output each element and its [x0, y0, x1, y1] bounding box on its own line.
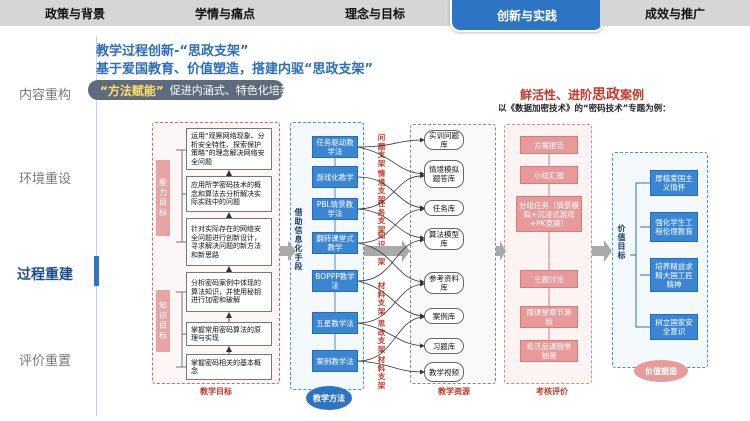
objective-item: 运用“观察网络现象、分析安全特性、探索保护策略”的理念解决网络安全问题 [186, 128, 272, 170]
methods-side-label: 借助信息化手段 [294, 208, 303, 271]
scaffold-label: 任务支架 [377, 199, 386, 234]
methods-ellipse: 教学方法 [306, 386, 352, 410]
resources-caption: 教学资源 [438, 387, 470, 396]
assessment-item: 雨课堂章节测验 [520, 306, 578, 328]
assessment-item: 分组任务（情景模拟+沉浸式游戏+PK竞赛） [516, 196, 582, 232]
pill-text: 促进内涵式、特色化培养 [169, 84, 291, 97]
tab-learning[interactable]: 学情与痛点 [150, 0, 302, 26]
method-item: BOPPP教学法 [312, 270, 358, 292]
nav-evaluation[interactable]: 评价重置 [18, 354, 71, 369]
tab-policy[interactable]: 政策与背景 [0, 0, 152, 26]
assessment-item: 小组汇报 [520, 166, 578, 184]
case-title: 鲜活性、进阶思政案例 [520, 87, 645, 103]
tab-concept[interactable]: 理念与目标 [300, 0, 452, 26]
objective-item: 掌握常用密码算法的原理与实现 [186, 322, 272, 346]
nav-environment[interactable]: 环境重设 [18, 172, 71, 187]
scaffold-label: 材料支架 [377, 355, 386, 390]
values-ellipse: 价值塑造 [634, 360, 688, 382]
method-item: 游戏化教学 [312, 166, 358, 188]
objective-item: 应用所学密码技术的概念和算法去分析解决实际实践中的问题 [186, 176, 272, 212]
method-item: 任务驱动教学法 [312, 136, 358, 158]
objective-item: 掌握密码相关的基本概念 [186, 354, 272, 380]
nav-active-marker [94, 256, 99, 286]
assessment-caption: 考核评价 [536, 387, 568, 396]
ability-objective-label: 能力目标 [156, 160, 170, 236]
method-item: 案例教学法 [312, 350, 358, 372]
assessment-item: 主题讨论 [520, 270, 578, 288]
value-item: 厚植爱国主义情怀 [650, 170, 698, 196]
nav-divider [96, 36, 97, 416]
tab-results[interactable]: 成效与推广 [600, 0, 750, 26]
resource-item: 习题库 [424, 338, 464, 354]
case-subtitle: 以《数据加密技术》的“密码技术”专题为例： [498, 104, 671, 114]
assessment-item: 方案报告 [520, 136, 578, 154]
nav-process[interactable]: 过程重建 [17, 267, 73, 283]
scaffold-label: 思政支架 [377, 319, 386, 354]
section-subtitle: 基于爱国教育、价值塑造，搭建内驱“思政支架” [96, 62, 374, 77]
pill-bold: “方法赋能” [100, 83, 164, 98]
value-item: 树立国家安全意识 [650, 314, 698, 340]
objective-item: 针对实际存在的网络安全问题进行创新设计，寻求解决问题的新方法和新思路 [186, 218, 272, 266]
knowledge-objective-label: 知识目标 [156, 290, 170, 352]
value-item: 培养精益求精大国工匠精神 [650, 258, 698, 292]
assessment-item: 希沃品课随堂抽测 [520, 340, 578, 362]
resource-item: 教学视频 [424, 362, 464, 382]
objectives-caption: 教学目标 [200, 387, 232, 396]
section-title: 教学过程创新-“思政支架” [96, 44, 249, 59]
objective-item: 分析密码案例中体现的算法知识，并使用秘钥进行加密和破解 [186, 272, 272, 312]
scaffold-label: 材料支架 [377, 281, 386, 316]
method-item: 翻转课堂式教学 [312, 232, 358, 254]
method-pill: “方法赋能” 促进内涵式、特色化培养 [88, 80, 291, 100]
value-item: 强化学生工程伦理教育 [650, 212, 698, 242]
resource-item: 情境模拟题答库 [424, 160, 464, 188]
method-item: 五星教学法 [312, 312, 358, 334]
scaffold-label: 问题支架 [377, 133, 386, 168]
method-item: PBL情景教学法 [312, 198, 358, 220]
nav-content[interactable]: 内容重构 [18, 88, 71, 103]
values-side-label: 价值目标 [617, 224, 626, 260]
